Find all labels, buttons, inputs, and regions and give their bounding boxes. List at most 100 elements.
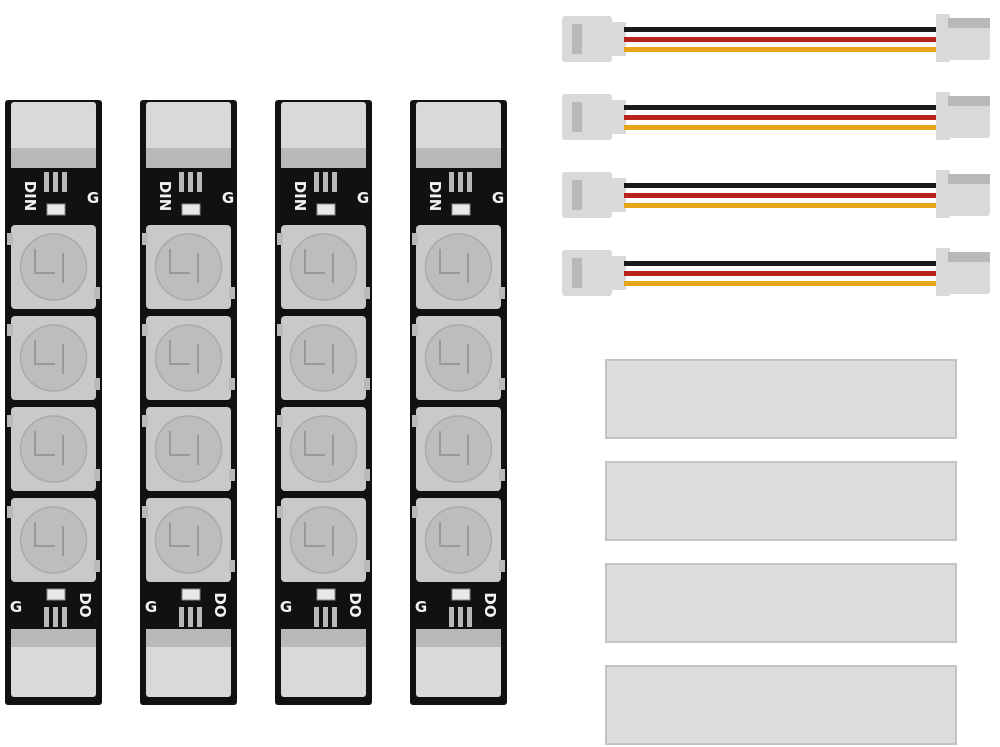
connector-pin: [179, 607, 184, 627]
cable-plug-neck: [936, 248, 950, 296]
led-module: [277, 225, 370, 309]
connector-top-shade: [416, 148, 501, 168]
connector-pin: [44, 607, 49, 627]
led-lens: [154, 233, 223, 301]
cable-group: [562, 14, 990, 296]
connector-pin: [332, 172, 337, 192]
led-die-marks: [34, 522, 64, 556]
cable-plug-shade: [948, 174, 990, 184]
led-pad: [94, 560, 100, 572]
connector-pin: [449, 172, 454, 192]
led-lens: [289, 324, 358, 392]
jst-cable: [562, 92, 990, 140]
connector-pin: [197, 607, 202, 627]
led-module: [142, 498, 235, 582]
wire-black: [624, 27, 940, 32]
connector-pin: [179, 172, 184, 192]
cable-plug-left: [562, 94, 612, 140]
led-die-marks: [34, 431, 64, 465]
led-module: [412, 407, 505, 491]
label-g-top: G: [357, 189, 369, 207]
adhesive-tape: [605, 563, 957, 643]
led-lens: [424, 415, 493, 483]
label-din: DIN: [291, 181, 309, 212]
connector-pin: [53, 607, 58, 627]
label-din: DIN: [426, 181, 444, 212]
cable-plug-neck: [936, 14, 950, 62]
connector-top-shade: [281, 148, 366, 168]
led-strip: DIN G G DO: [410, 100, 507, 705]
led-lens: [19, 324, 88, 392]
led-module: [142, 316, 235, 400]
label-do: DO: [346, 592, 364, 617]
led-lens: [154, 324, 223, 392]
led-lens: [424, 324, 493, 392]
jst-cable: [562, 248, 990, 296]
led-die-marks: [304, 522, 334, 556]
connector-pin: [62, 172, 67, 192]
cable-plug-shade: [948, 252, 990, 262]
label-do: DO: [76, 592, 94, 617]
led-module: [7, 316, 100, 400]
connector-bottom-shade: [281, 629, 366, 647]
adhesive-tape: [605, 665, 957, 745]
connector-pin: [314, 172, 319, 192]
led-module: [412, 498, 505, 582]
led-pad: [229, 469, 235, 481]
led-pad: [412, 415, 418, 427]
connector-pin: [467, 607, 472, 627]
led-lens: [424, 506, 493, 574]
led-module: [277, 316, 370, 400]
led-die-marks: [34, 249, 64, 283]
label-do: DO: [481, 592, 499, 617]
cable-plug-latch: [572, 180, 582, 210]
led-pad: [277, 233, 283, 245]
cable-plug-shade: [948, 18, 990, 28]
led-pad: [229, 287, 235, 299]
led-die-marks: [304, 340, 334, 374]
label-g-top: G: [492, 189, 504, 207]
cable-plug-neck: [936, 92, 950, 140]
led-lens: [19, 233, 88, 301]
resistor-top: [46, 203, 66, 216]
wire-red: [624, 115, 940, 120]
connector-top-shade: [11, 148, 96, 168]
connector-pin: [197, 172, 202, 192]
label-g-bottom: G: [415, 598, 427, 616]
label-g-bottom: G: [145, 598, 157, 616]
label-g-top: G: [222, 189, 234, 207]
led-lens: [289, 233, 358, 301]
wire-black: [624, 105, 940, 110]
led-pad: [412, 233, 418, 245]
cable-plug-latch: [572, 24, 582, 54]
led-die-marks: [439, 522, 469, 556]
cable-plug-neck: [610, 100, 626, 134]
led-pad: [499, 469, 505, 481]
led-die-marks: [34, 340, 64, 374]
led-pad: [277, 415, 283, 427]
cable-plug-latch: [572, 102, 582, 132]
label-din: DIN: [21, 181, 39, 212]
led-pad: [7, 415, 13, 427]
led-lens: [289, 506, 358, 574]
connector-pin: [467, 172, 472, 192]
connector-pin: [53, 172, 58, 192]
wire-red: [624, 193, 940, 198]
led-pad: [364, 560, 370, 572]
connector-pin: [449, 607, 454, 627]
resistor-bottom: [316, 588, 336, 601]
label-g-top: G: [87, 189, 99, 207]
led-pad: [499, 378, 505, 390]
cable-plug-right: [948, 252, 990, 294]
cable-plug-neck: [610, 256, 626, 290]
led-pad: [277, 324, 283, 336]
cable-plug-shade: [948, 96, 990, 106]
led-pad: [229, 378, 235, 390]
cable-plug-neck: [610, 22, 626, 56]
led-module: [142, 225, 235, 309]
cable-plug-right: [948, 18, 990, 60]
